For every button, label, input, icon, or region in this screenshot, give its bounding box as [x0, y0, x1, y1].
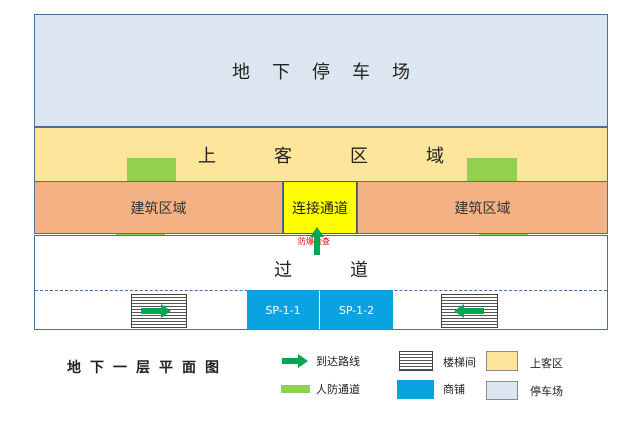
legend-arrow-icon: [282, 354, 308, 368]
stairwell-right: [441, 294, 498, 328]
arrival-arrow-left-icon: [454, 304, 484, 318]
boarding-zone: 上客区域: [34, 127, 608, 182]
building-zone-left-label: 建筑区域: [130, 200, 187, 217]
shop-sp-1-2: SP-1-2: [320, 290, 393, 330]
legend-parking: 停车场: [530, 385, 563, 398]
legend-shop-swatch: [397, 380, 434, 399]
legend-parking-swatch: [486, 381, 518, 400]
legend-civil-defense: 人防通道: [316, 383, 360, 396]
parking-zone: 地下停车场: [34, 14, 608, 127]
connector-passage: 连接通道: [283, 181, 357, 234]
boarding-zone-label: 上客区域: [198, 145, 502, 167]
legend-stairwell-swatch: [399, 351, 433, 371]
legend-boarding: 上客区: [530, 357, 563, 370]
arrival-arrow-right-icon: [141, 304, 171, 318]
legend-arrival-route: 到达路线: [316, 355, 360, 368]
building-zone-left: 建筑区域: [34, 181, 283, 234]
parking-label: 地下停车场: [232, 61, 432, 83]
arrival-arrow-up-icon: [310, 227, 324, 255]
connector-label: 连接通道: [292, 200, 348, 217]
legend-stairwell: 楼梯间: [443, 356, 476, 369]
civil-defense-block-left: [127, 158, 176, 181]
legend-shop: 商铺: [443, 383, 465, 396]
building-zone-right-label: 建筑区域: [454, 200, 511, 217]
floor-plan-title: 地下一层平面图: [67, 360, 228, 376]
legend-boarding-swatch: [486, 351, 518, 371]
shop-id-label: SP-1-2: [338, 303, 375, 317]
shop-sp-1-1: SP-1-1: [247, 290, 319, 330]
civil-defense-block-right: [467, 158, 517, 181]
building-zone-right: 建筑区域: [357, 181, 608, 234]
shop-id-label: SP-1-1: [265, 303, 301, 317]
corridor-label: 过道: [274, 260, 426, 281]
legend-civil-defense-swatch: [281, 385, 310, 393]
